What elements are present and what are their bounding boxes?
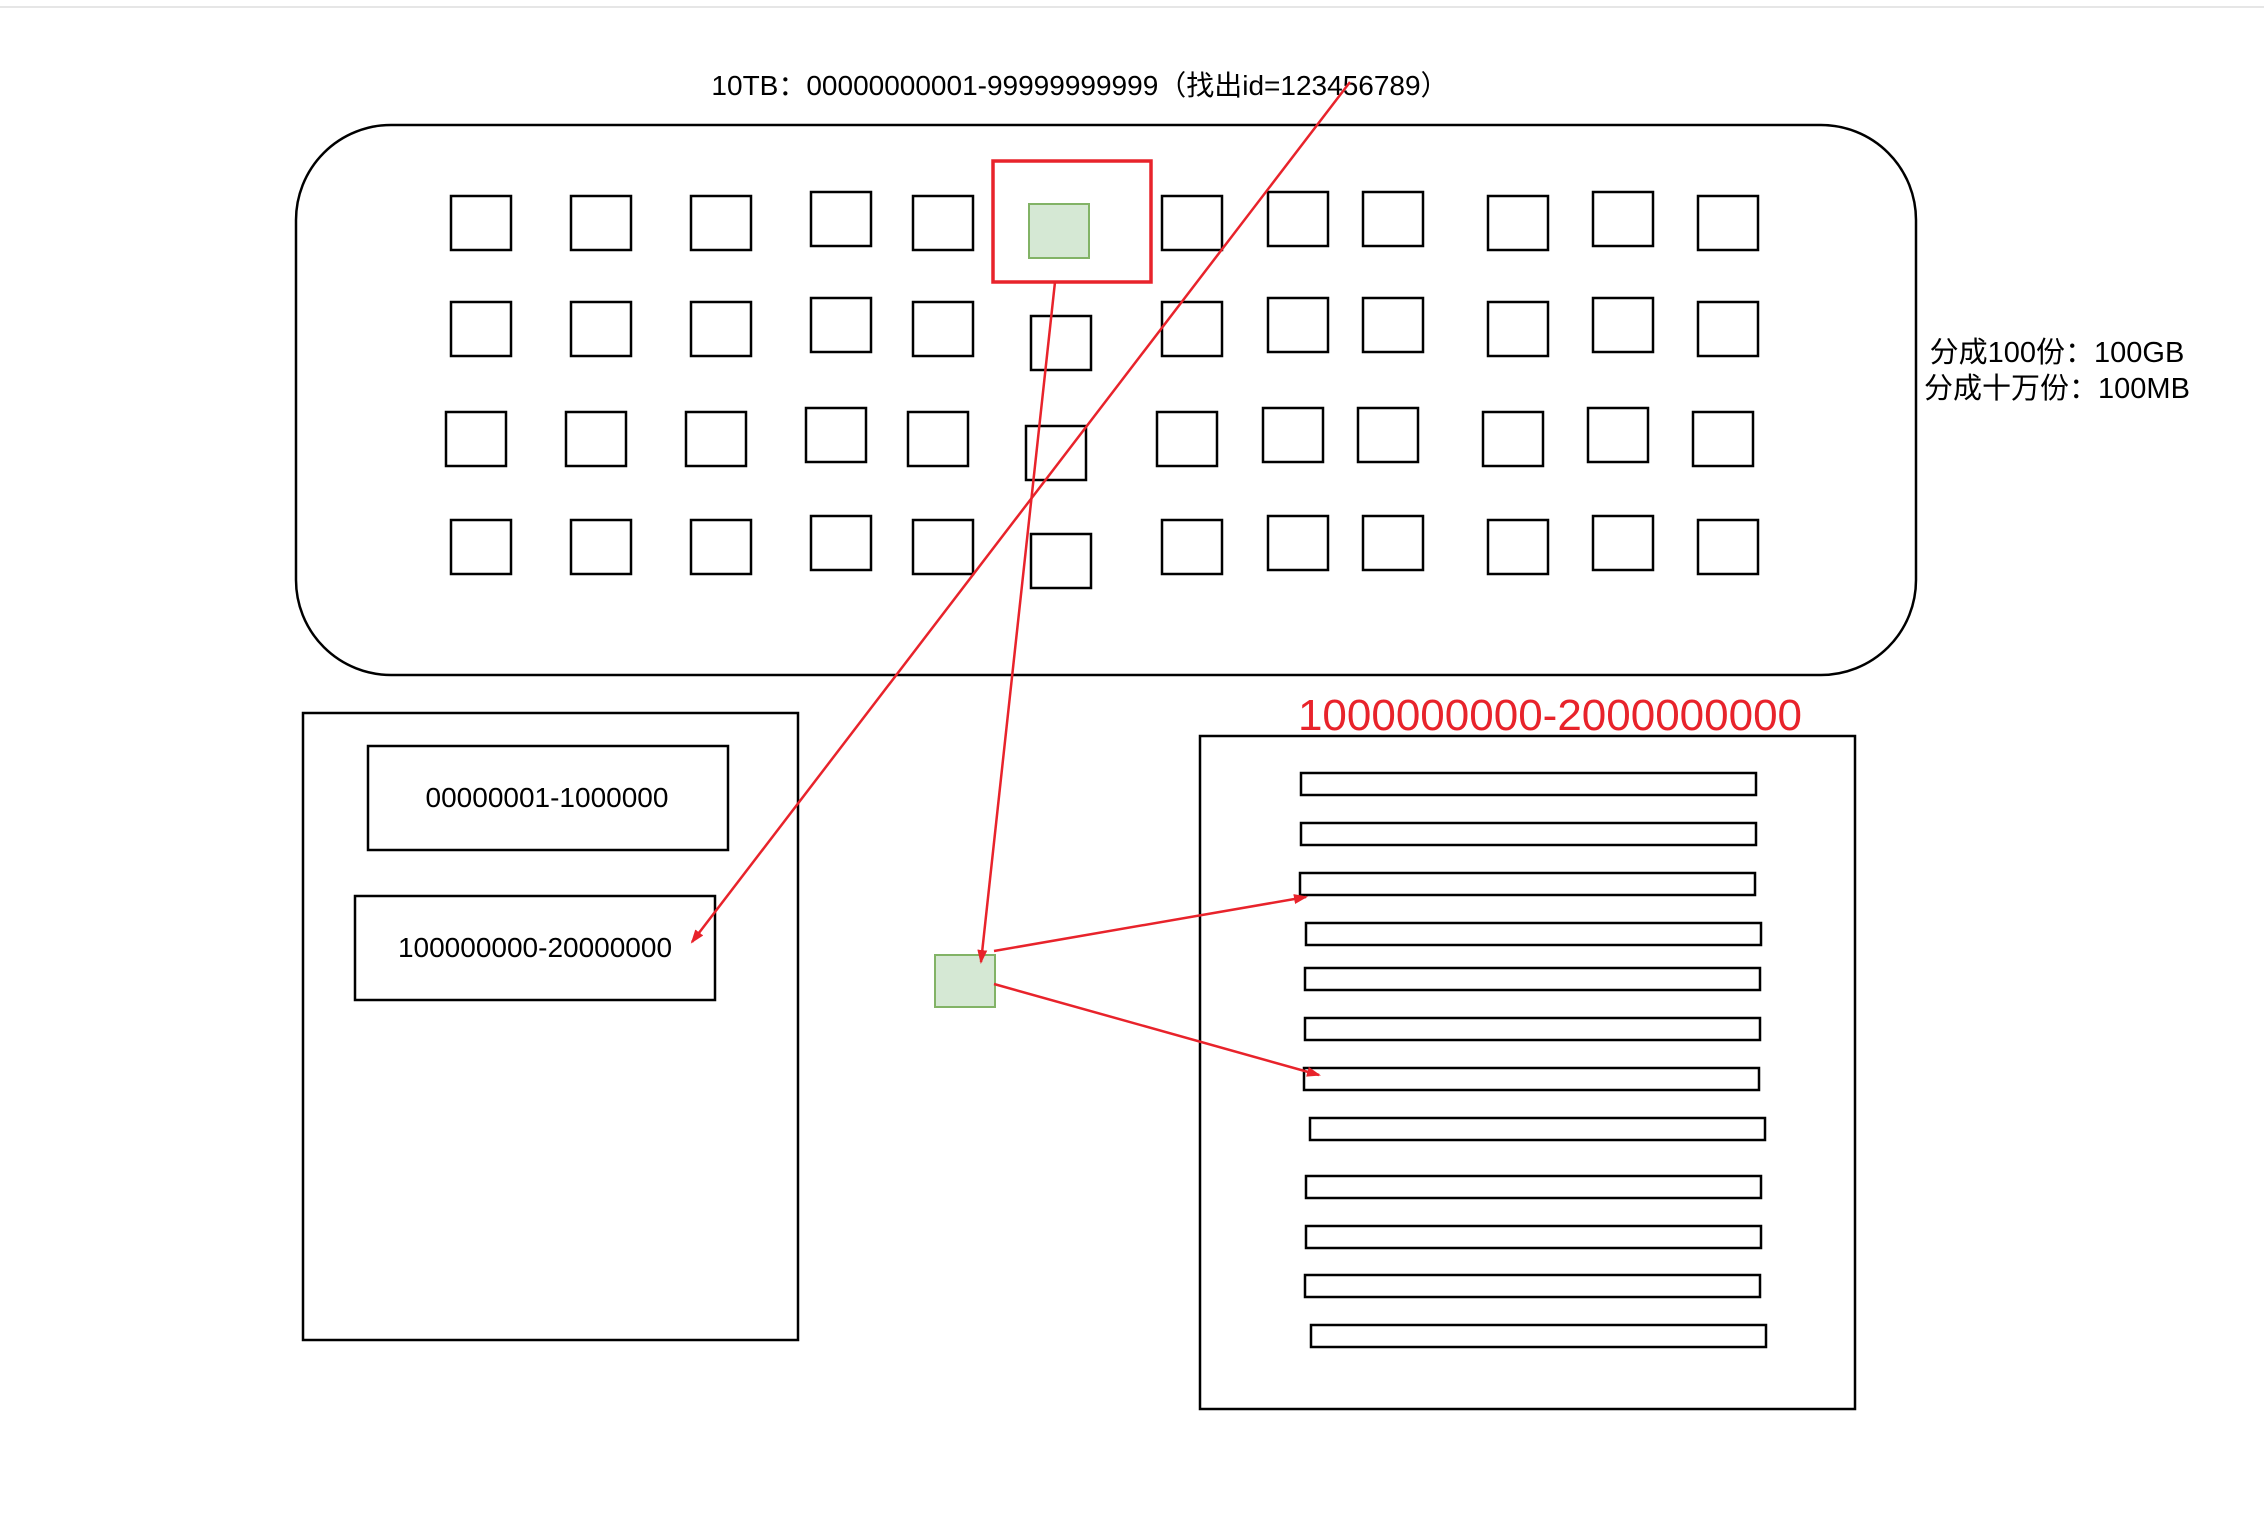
record-row [1299,821,1758,847]
record-row [1304,1174,1763,1200]
partition-cell [689,300,753,358]
arrow-partition-to-block [977,281,1057,964]
record-row [1308,1116,1767,1142]
arrow-title-to-index [690,81,1351,944]
partition-cell [911,300,975,358]
record-row [1304,1224,1763,1250]
partition-cell [569,518,633,576]
record-row [1299,771,1758,797]
partition-cell [809,296,873,354]
index-row-2 [353,894,717,1002]
split-100k-label: 分成十万份：100MB [1924,372,2190,405]
partition-cell [1361,514,1425,572]
partition-cell [1696,194,1760,252]
partition-cell [1361,296,1425,354]
partition-cell [1486,300,1550,358]
partition-cell [1361,190,1425,248]
loaded-block [934,954,996,1008]
partition-cell [906,410,970,468]
partition-cell [1160,194,1224,252]
record-row [1298,871,1757,897]
highlighted-partition [991,159,1153,284]
partition-cell [449,194,513,252]
partition-cell [809,190,873,248]
diagram-title: 10TB：00000000001-99999999999（找出id=123456… [711,70,1448,101]
block-range-label: 1000000000-2000000000 [1298,691,1802,740]
partition-cell [1029,314,1093,372]
partition-cell [1266,296,1330,354]
partition-cell [684,410,748,468]
partition-cell [1266,514,1330,572]
partition-cell [564,410,628,468]
partition-cell [1591,296,1655,354]
arrow-block-to-row-3 [993,894,1308,953]
partition-cell [804,406,868,464]
split-100-label: 分成100份：100GB [1930,336,2185,369]
record-row [1304,921,1763,947]
partition-cell [1261,406,1325,464]
partition-cell [449,518,513,576]
index-row-1 [366,744,730,852]
partition-cell [569,300,633,358]
partition-cell [1586,406,1650,464]
record-row [1303,966,1762,992]
top-divider [0,0,2264,8]
partition-cell [1160,518,1224,576]
partition-cell [1591,514,1655,572]
partition-cell [1160,300,1224,358]
partition-cell [689,194,753,252]
partition-cell [809,514,873,572]
index-row-2-label: 100000000-20000000 [398,932,672,963]
partition-cell [449,300,513,358]
record-rows [1298,771,1768,1349]
partition-cell [1696,300,1760,358]
partition-cell [1696,518,1760,576]
record-row [1302,1066,1761,1092]
partition-cell [1266,190,1330,248]
partition-cell [444,410,508,468]
partition-grid [444,190,1760,590]
arrow-block-to-row-7 [993,982,1321,1077]
record-row [1303,1273,1762,1299]
partition-cell [911,194,975,252]
partition-cell [1356,406,1420,464]
partition-cell [1029,532,1093,590]
partition-cell [1486,194,1550,252]
partition-cell [689,518,753,576]
partition-cell [569,194,633,252]
partition-cell [1591,190,1655,248]
record-row [1303,1016,1762,1042]
partition-cell [911,518,975,576]
partition-cell [1155,410,1219,468]
record-row [1309,1323,1768,1349]
selected-block [1028,203,1090,259]
partition-cell [1481,410,1545,468]
index-row-1-label: 00000001-1000000 [426,782,669,813]
partition-cell [1486,518,1550,576]
partition-cell [1691,410,1755,468]
